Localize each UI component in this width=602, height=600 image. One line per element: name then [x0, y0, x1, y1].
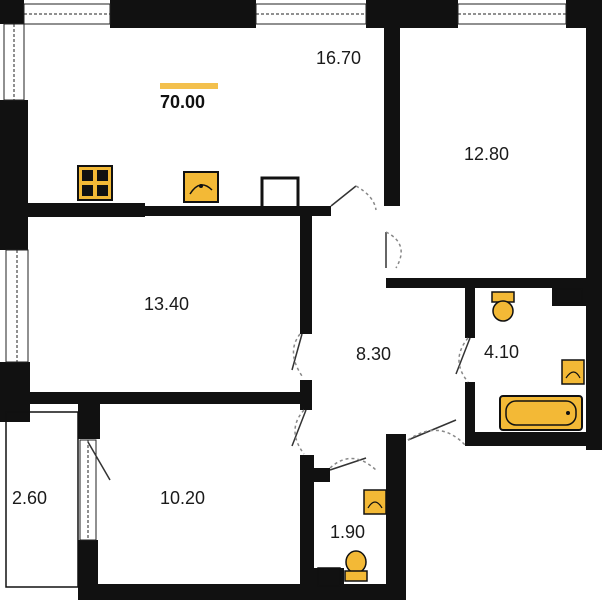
small-toilet-icon — [344, 550, 368, 582]
doors — [87, 185, 471, 481]
room-area-kitchen-living: 16.70 — [316, 48, 361, 68]
room-area-balcony: 2.60 — [12, 488, 47, 508]
room-area-bathroom: 4.10 — [484, 342, 519, 362]
windows — [3, 3, 567, 541]
room-area-bedroom-middle: 13.40 — [144, 294, 189, 314]
toilet-icon — [491, 291, 515, 322]
inner-outlines — [5, 176, 583, 588]
bathroom-sink-icon — [561, 359, 585, 385]
room-area-bedroom-right: 12.80 — [464, 144, 509, 164]
kitchen-sink-icon — [183, 171, 219, 203]
toilet-sink-icon — [363, 489, 387, 515]
total-area-accent-bar — [160, 83, 218, 89]
room-area-toilet: 1.90 — [330, 522, 365, 542]
total-area: 70.00 — [160, 92, 205, 112]
stove-icon — [77, 165, 113, 201]
room-area-hallway: 8.30 — [356, 344, 391, 364]
bathtub-icon — [499, 395, 583, 431]
room-area-bedroom-bottom: 10.20 — [160, 488, 205, 508]
